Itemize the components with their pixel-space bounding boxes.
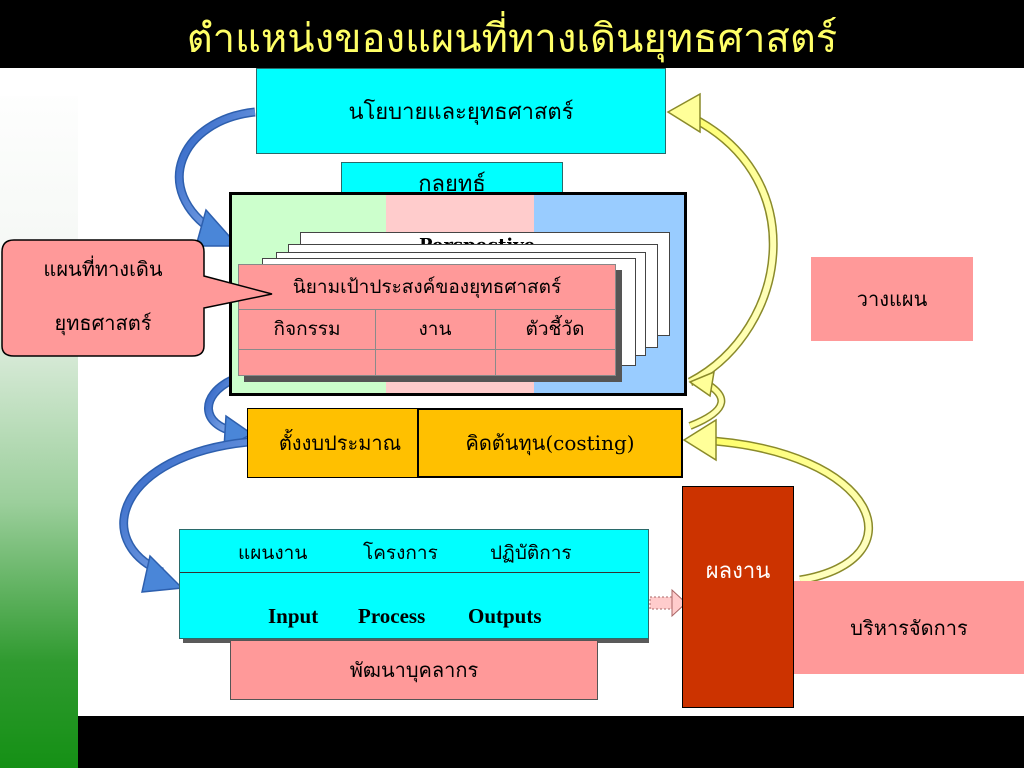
yellow-arrowhead-1: [666, 92, 701, 134]
blue-arrowhead-1: [195, 208, 240, 247]
left-gradient-stripe: [0, 68, 78, 768]
planning-label: วางแผน: [856, 287, 928, 311]
column-task: งาน: [418, 318, 452, 340]
footer-bar: [78, 716, 1024, 768]
costing-box: คิดต้นทุน(costing): [417, 408, 683, 478]
costing-label: คิดต้นทุน(costing): [465, 431, 635, 455]
budget-box: ตั้งงบประมาณ: [247, 408, 433, 478]
yellow-curved-arrow-1: [678, 107, 778, 386]
table-divider: [239, 349, 615, 350]
column-activity: กิจกรรม: [273, 318, 341, 340]
callout-label-2: ยุทธศาสตร์: [54, 311, 152, 335]
pink-flow-arrowhead: [671, 588, 687, 618]
objective-table: นิยามเป้าประสงค์ของยุทธศาสตร์ กิจกรรม งา…: [238, 264, 616, 376]
result-label: ผลงาน: [705, 559, 771, 584]
result-box: ผลงาน: [682, 486, 794, 708]
policy-strategy-label: นโยบายและยุทธศาสตร์: [348, 99, 574, 125]
pink-flow-arrow-body: [649, 596, 673, 610]
table-divider: [375, 309, 376, 375]
hr-development-label: พัฒนาบุคลากร: [349, 658, 479, 682]
planning-box: วางแผน: [811, 257, 973, 341]
policy-strategy-box: นโยบายและยุทธศาสตร์: [256, 68, 666, 154]
left-white-notch: [0, 68, 78, 96]
hr-development-box: พัฒนาบุคลากร: [230, 640, 598, 700]
ops-outputs: Outputs: [468, 604, 542, 628]
blue-arrowhead-3: [141, 554, 184, 593]
callout-bubble: [1, 239, 273, 357]
slide-title: ตำแหน่งของแผนที่ทางเดินยุทธศาสตร์: [186, 16, 838, 62]
yellow-arrowhead-2: [688, 370, 715, 398]
management-box: บริหารจัดการ: [794, 581, 1024, 674]
ops-process: Process: [358, 604, 426, 628]
table-divider: [495, 309, 496, 375]
budget-label: ตั้งงบประมาณ: [278, 431, 402, 455]
management-label: บริหารจัดการ: [850, 615, 968, 640]
operations-box: แผนงาน โครงการ ปฏิบัติการ Input Process …: [179, 529, 649, 639]
yellow-arrowhead-3: [682, 418, 717, 462]
callout-label-1: แผนที่ทางเดิน: [43, 257, 163, 281]
ops-divider: [180, 572, 640, 573]
column-indicator: ตัวชี้วัด: [525, 318, 585, 340]
ops-header-project: โครงการ: [363, 542, 438, 564]
objective-table-header: นิยามเป้าประสงค์ของยุทธศาสตร์: [292, 276, 562, 298]
ops-header-plan: แผนงาน: [238, 542, 308, 564]
ops-input: Input: [268, 604, 319, 628]
ops-header-operation: ปฏิบัติการ: [490, 542, 572, 564]
table-divider: [239, 309, 615, 310]
title-bar: [0, 0, 1024, 68]
